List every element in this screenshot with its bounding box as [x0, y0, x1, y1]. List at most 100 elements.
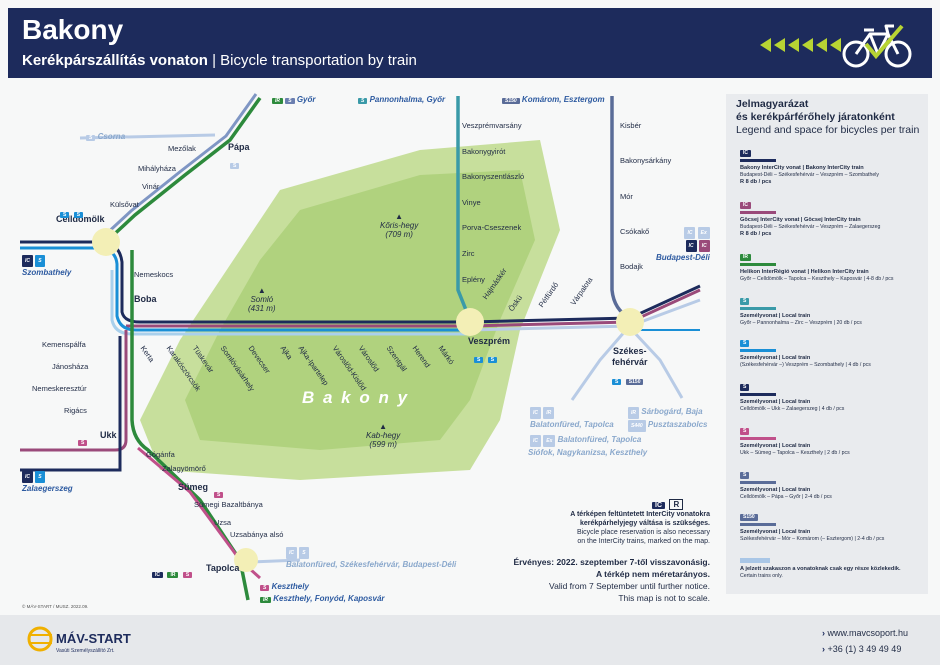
station-bakonysarkany: Bakonysárkány [620, 156, 672, 165]
chevron-right-icon: › [822, 628, 825, 638]
logo-sub: Vasúti Személyszállító Zrt. [56, 648, 115, 654]
station-nemeskocs: Nemeskocs [134, 270, 174, 279]
region-label: B a k o n y [302, 388, 410, 407]
badge-ukk: S [78, 431, 88, 449]
station-tapolca: Tapolca [206, 563, 240, 573]
station-rigacs: Rigács [64, 406, 87, 415]
station-sumeg: Sümeg [178, 482, 209, 492]
station-zalagyomoro: Zalagyömörő [162, 464, 206, 473]
station-mezolak: Mezőlak [168, 144, 196, 153]
station-bodajk: Bodajk [620, 262, 643, 271]
subtitle-separator: | [207, 52, 221, 69]
website-link[interactable]: www.mavcsoport.hu [827, 628, 909, 638]
station-uzsabanya: Uzsabánya alsó [230, 530, 284, 539]
contact-info: › www.mavcsoport.hu › +36 (1) 3 49 49 49 [822, 625, 908, 657]
ic-reservation-icon: IC R [652, 494, 684, 512]
dest-pannonhalma: S Pannonhalma, Győr [358, 95, 445, 104]
station-vinye: Vinye [462, 198, 481, 207]
station-vinar: Vinár [142, 182, 160, 191]
line-south-navy [20, 336, 122, 472]
station-kulsovat: Külsővat [110, 200, 139, 209]
dest-keszthely: S Keszthely [260, 582, 309, 591]
dest-komarom: S150 Komárom, Esztergom [502, 95, 605, 104]
subtitle-en: Bicycle transportation by train [220, 52, 417, 69]
mav-start-logo: MÁV-START Vasúti Személyszállító Zrt. [26, 621, 136, 657]
reservation-note: A térképen feltüntetett InterCity vonato… [570, 511, 710, 545]
badge-celldomolk: S S [60, 203, 84, 221]
station-glow-tapolca [234, 548, 258, 572]
station-porva: Porva-Cseszenek [462, 223, 522, 232]
badge-veszprem: S S [474, 348, 498, 366]
line-main-purple [126, 288, 701, 328]
copyright: © MÁV-START / MUSZ. 2022.09. [22, 604, 89, 609]
station-glow-szfv [616, 308, 644, 336]
triangle-icon: ▲ [257, 286, 266, 295]
station-szfv: Székes-fehérvár [612, 346, 648, 367]
chevron-right-icon: › [822, 644, 825, 654]
station-gogantfa: Gógánfa [146, 450, 175, 459]
direction-arrows-icon [760, 38, 841, 52]
station-sumeg-bazalt: Sümegi Bazaltbánya [194, 500, 263, 509]
station-glow-veszprem [456, 308, 484, 336]
page-title: Bakony [22, 14, 124, 45]
logo-icon: MÁV-START Vasúti Személyszállító Zrt. [27, 626, 131, 654]
footer: MÁV-START Vasúti Személyszállító Zrt. › … [0, 615, 940, 665]
line-tapolca-east [249, 558, 301, 564]
validity-note: Érvényes: 2022. szeptember 7-től visszav… [513, 557, 710, 603]
line-gyor-gray [102, 93, 258, 238]
line-szfv-s [630, 328, 684, 399]
phone-number: +36 (1) 3 49 49 49 [827, 644, 902, 654]
station-mor: Mór [620, 192, 633, 201]
line-csorna [79, 133, 216, 140]
station-veszprem: Veszprém [468, 336, 511, 346]
legend-item: A jelzett szakaszon a vonatoknak csak eg… [740, 556, 925, 580]
bicycle-r-icon: R [669, 499, 684, 510]
station-nemeskeresztur: Nemeskeresztúr [32, 384, 87, 393]
station-bakonygyirot: Bakonygyirót [462, 147, 506, 156]
dest-csorna: S Csorna [86, 132, 125, 141]
dest-keszthely-fonyod: IR Keszthely, Fonyód, Kaposvár [260, 594, 385, 603]
subtitle-hu: Kerékpárszállítás vonaton [22, 52, 208, 69]
triangle-icon: ▲ [395, 212, 404, 221]
station-uzsa: Uzsa [214, 518, 232, 527]
station-papa: Pápa [228, 142, 250, 152]
dest-siofok: Siófok, Nagykanizsa, Keszthely [528, 448, 648, 457]
line-szfv-sw [570, 329, 628, 401]
station-mihalyhaza: Mihályháza [138, 164, 176, 173]
station-epleny: Eplény [462, 275, 485, 284]
station-csokako: Csókakő [620, 227, 650, 236]
station-ukk: Ukk [100, 430, 117, 440]
station-zirc: Zirc [462, 249, 475, 258]
peak-somlo: ▲Somló(431 m) [248, 286, 276, 313]
station-kemenespalfa: Kemenspálfa [42, 340, 86, 349]
triangle-icon: ▲ [379, 422, 388, 431]
badge-papa: S [230, 154, 240, 172]
station-kisber: Kisbér [620, 121, 642, 130]
relief-core [185, 170, 535, 450]
peak-kab: ▲Kab-hegy(599 m) [366, 422, 401, 449]
railway-map [20, 93, 701, 601]
peak-koris: ▲Kőris-hegy(709 m) [380, 212, 419, 239]
dest-gyor: IR S Győr [272, 95, 315, 104]
dest-balatonfured-tapolca-2: IC Ex Balatonfüred, Tapolca [530, 434, 641, 447]
station-veszpremvarsany: Veszprémvarsány [462, 121, 522, 130]
line-south-green [130, 250, 250, 601]
line-gyor-green [106, 96, 262, 242]
station-bakonyszentlaszlo: Bakonyszentlászló [462, 172, 525, 181]
badge-szfv: S S150 [612, 370, 644, 388]
